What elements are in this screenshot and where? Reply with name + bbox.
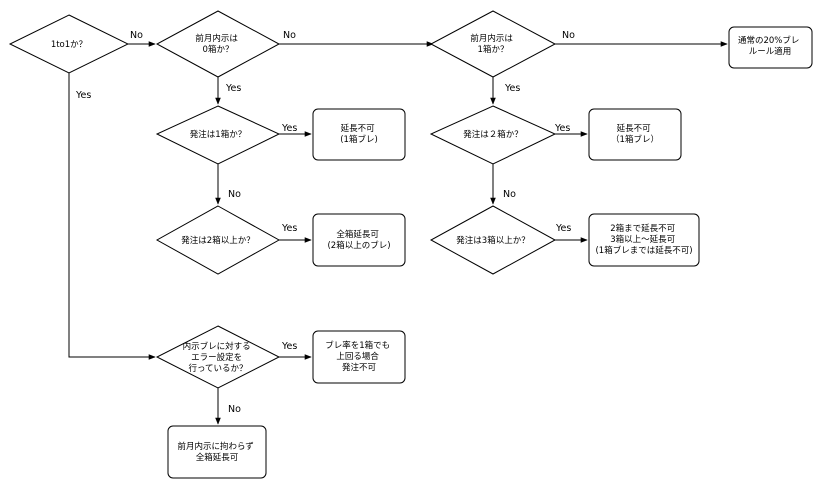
result-no-extension-2: 延長不可 （1箱ブレ）	[588, 108, 682, 161]
flowchart-nodes: 1to1か？ 前月内示は 0箱か？ 前月内示は 1箱か？ 通常の20%ブレ ルー…	[8, 10, 813, 479]
result-normal-rule: 通常の20%ブレ ルール適用	[728, 26, 813, 69]
decision-order-3-plus: 発注は3箱以上か？	[429, 205, 557, 275]
result-order-not-allowed-label: ブレ率を1箱でも 上回る場合 発注不可	[325, 340, 393, 373]
label-order1-no: No	[228, 189, 241, 200]
result-partial-extension: 2箱まで延長不可 3箱以上～延長可 (1箱ブレまでは延長不可)	[588, 213, 700, 267]
label-order2plus-yes: Yes	[281, 223, 297, 234]
label-errset-no: No	[228, 404, 241, 415]
decision-order-2-plus: 発注は2箱以上か？	[155, 205, 281, 275]
decision-order-1-box: 発注は1箱か？	[155, 105, 281, 165]
result-partial-extension-label: 2箱まで延長不可 3箱以上～延長可 (1箱ブレまでは延長不可)	[595, 223, 692, 256]
connector-1to1-yes	[68, 73, 156, 360]
label-prev0-no: No	[283, 30, 296, 41]
decision-prev-month-0-label: 前月内示は 0箱か？	[195, 33, 240, 55]
result-no-extension-2-label: 延長不可 （1箱ブレ）	[611, 123, 659, 145]
result-no-extension-1: 延長不可 (1箱ブレ)	[312, 108, 406, 161]
result-order-not-allowed: ブレ率を1箱でも 上回る場合 発注不可	[312, 330, 406, 384]
connector-labels: No Yes No Yes Yes No Yes No Yes Yes No Y…	[75, 30, 575, 415]
decision-prev-month-1-label: 前月内示は 1箱か？	[470, 33, 515, 55]
label-order2-yes: Yes	[554, 123, 570, 134]
label-1to1-no: No	[130, 30, 143, 41]
result-all-extension-regardless: 前月内示に拘わらず 全箱延長可	[167, 425, 267, 479]
label-prev0-yes: Yes	[225, 83, 241, 94]
result-all-extension-label: 全箱延長可 (2箱以上のブレ)	[327, 229, 390, 251]
decision-error-setting-label: 内示ブレに対する エラー設定を 行っているか？	[183, 341, 254, 374]
connectors	[68, 41, 728, 425]
label-order3plus-yes: Yes	[555, 223, 571, 234]
label-prev1-no: No	[562, 30, 575, 41]
label-order2-no: No	[503, 189, 516, 200]
decision-1to1: 1to1か？	[8, 14, 130, 74]
decision-prev-month-0: 前月内示は 0箱か？	[155, 10, 281, 78]
label-1to1-yes: Yes	[75, 90, 91, 101]
decision-1to1-label: 1to1か？	[51, 40, 87, 50]
decision-error-setting: 内示ブレに対する エラー設定を 行っているか？	[155, 325, 281, 389]
decision-order-2-box-label: 発注は２箱か？	[463, 129, 523, 140]
result-normal-rule-label: 通常の20%ブレ ルール適用	[738, 35, 802, 57]
result-all-extension-regardless-label: 前月内示に拘わらず 全箱延長可	[177, 441, 256, 463]
label-errset-yes: Yes	[281, 341, 297, 352]
label-order1-yes: Yes	[281, 123, 297, 134]
result-no-extension-1-label: 延長不可 (1箱ブレ)	[340, 123, 378, 145]
decision-order-2-plus-label: 発注は2箱以上か？	[181, 235, 254, 246]
decision-order-3-plus-label: 発注は3箱以上か？	[456, 235, 529, 246]
decision-order-2-box: 発注は２箱か？	[429, 105, 557, 165]
decision-order-1-box-label: 発注は1箱か？	[190, 129, 246, 140]
label-prev1-yes: Yes	[504, 83, 520, 94]
decision-prev-month-1: 前月内示は 1箱か？	[429, 10, 557, 78]
result-all-extension: 全箱延長可 (2箱以上のブレ)	[312, 213, 406, 267]
